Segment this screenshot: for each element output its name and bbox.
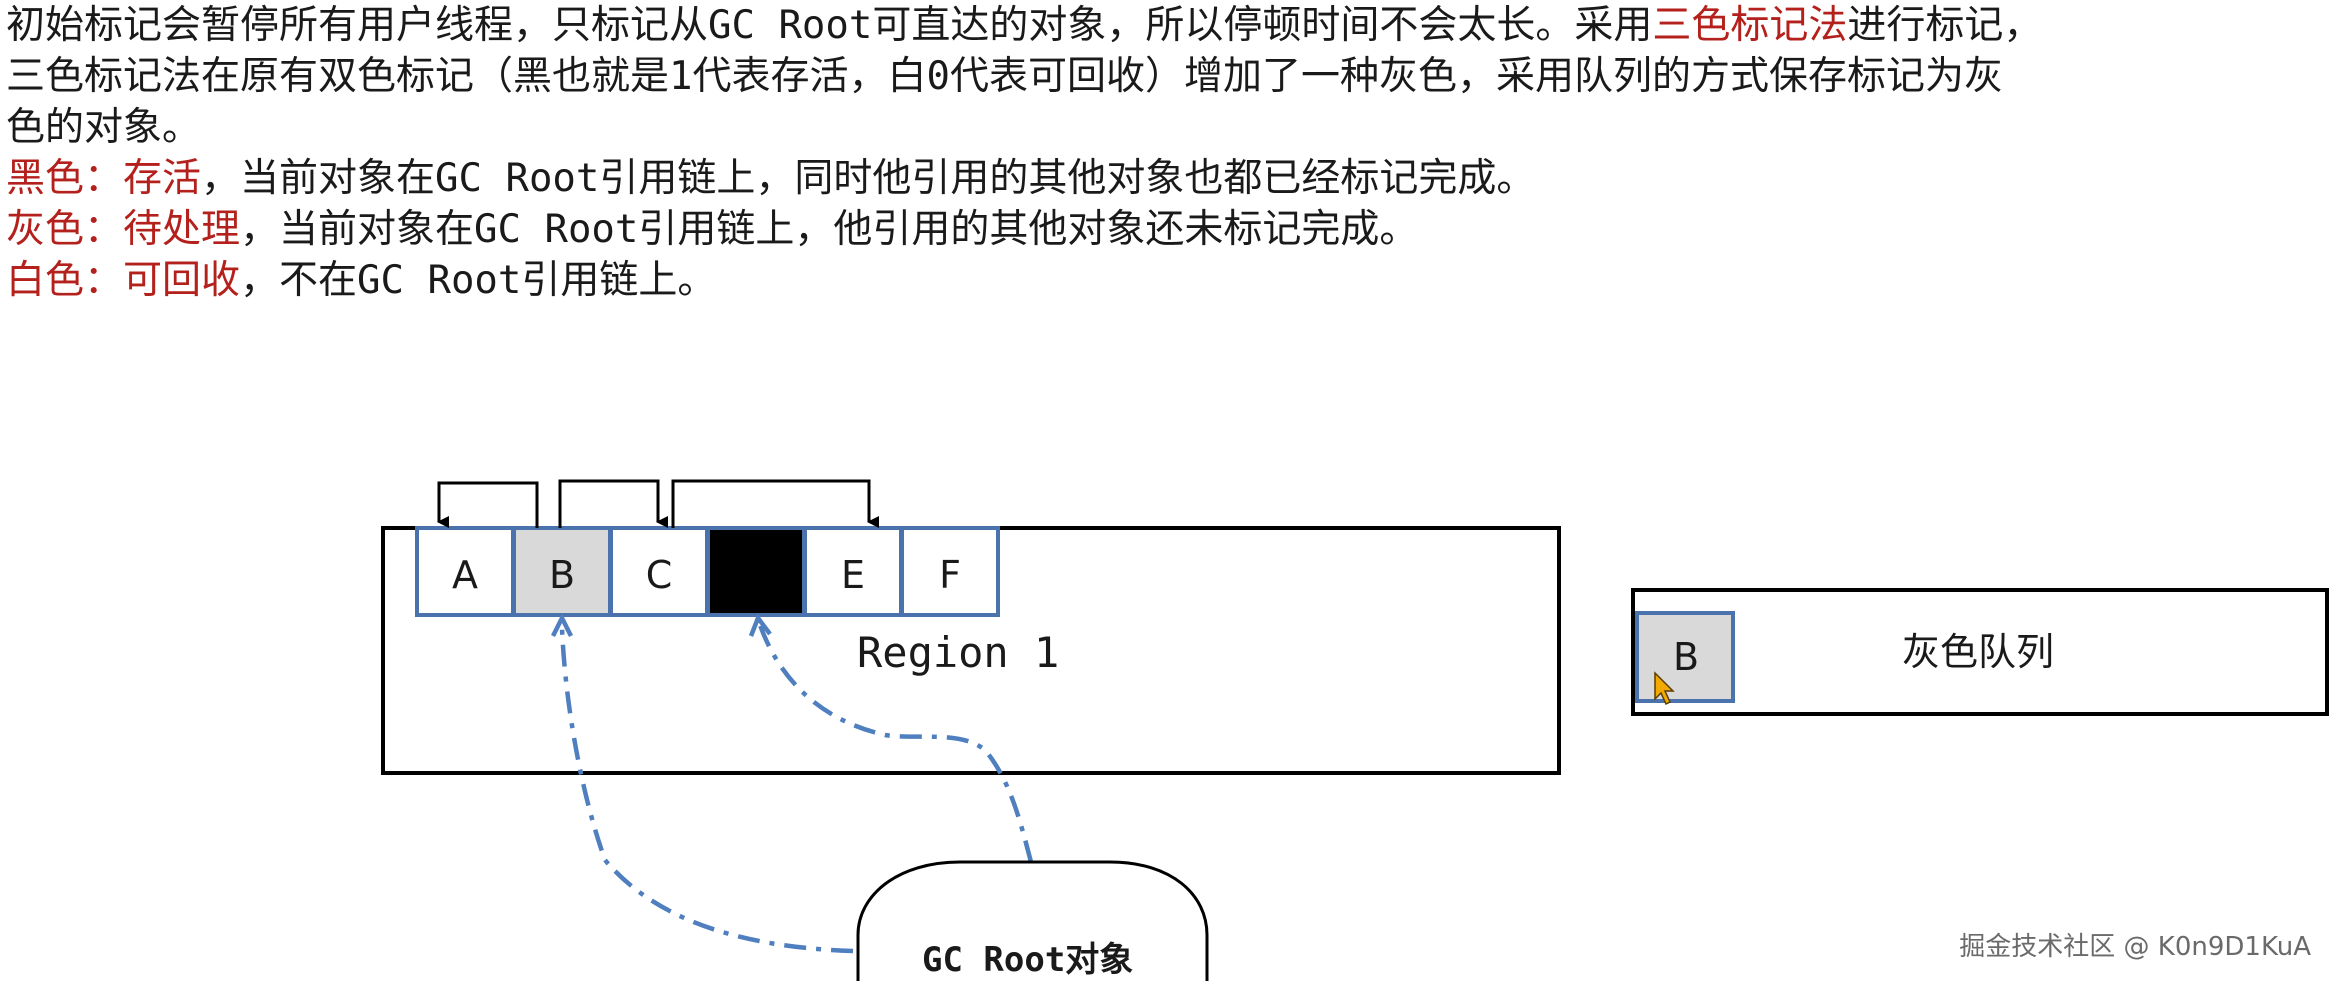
- definition-gray: 灰色：待处理，当前对象在GC Root引用链上，他引用的其他对象还未标记完成。: [6, 207, 1419, 252]
- gray-queue-label: 灰色队列: [1902, 630, 2054, 674]
- queue-item-b: [1635, 611, 1735, 703]
- gc-root-arrow-to-black: [757, 624, 1034, 863]
- cell-b-label: B: [549, 553, 575, 597]
- cell-a: [415, 526, 515, 617]
- queue-item-label: B: [1673, 635, 1699, 679]
- gray-queue-box: [1631, 588, 2329, 716]
- cell-black-3: [706, 526, 806, 617]
- cell-f: [900, 526, 1000, 617]
- cell-e-label: E: [841, 553, 865, 597]
- ref-arrow-b-to-c: [558, 479, 668, 528]
- definition-white: 白色：可回收，不在GC Root引用链上。: [6, 258, 717, 303]
- cell-c: [609, 526, 709, 617]
- gc-root-arrowhead-black: [748, 613, 772, 637]
- definition-black: 黑色：存活，当前对象在GC Root引用链上，同时他引用的其他对象也都已经标记完…: [6, 156, 1536, 201]
- gc-root-label: GC Root对象: [922, 940, 1133, 980]
- paragraph-line-1: 初始标记会暂停所有用户线程，只标记从GC Root可直达的对象，所以停顿时间不会…: [6, 3, 2043, 48]
- gc-root-arrow-to-b: [559, 627, 854, 954]
- ref-arrow-b-to-a: [437, 481, 539, 528]
- cell-c-label: C: [646, 553, 673, 597]
- cursor-icon: [1654, 671, 1675, 706]
- region-label: Region 1: [857, 628, 1059, 677]
- cell-e: [803, 526, 903, 617]
- cell-a-label: A: [452, 553, 478, 597]
- gc-root-node: [856, 860, 1209, 981]
- cell-f-label: F: [939, 553, 961, 597]
- paragraph-line-3: 色的对象。: [6, 105, 202, 150]
- watermark: 掘金技术社区 @ K0n9D1KuA: [1959, 932, 2311, 962]
- gc-root-arrowhead-b: [550, 612, 574, 638]
- paragraph-line-2: 三色标记法在原有双色标记（黑也就是1代表存活，白0代表可回收）增加了一种灰色，采…: [6, 54, 2004, 99]
- highlight-tricolor: 三色标记法: [1652, 3, 1848, 48]
- ref-arrow-c-to-e: [671, 479, 879, 528]
